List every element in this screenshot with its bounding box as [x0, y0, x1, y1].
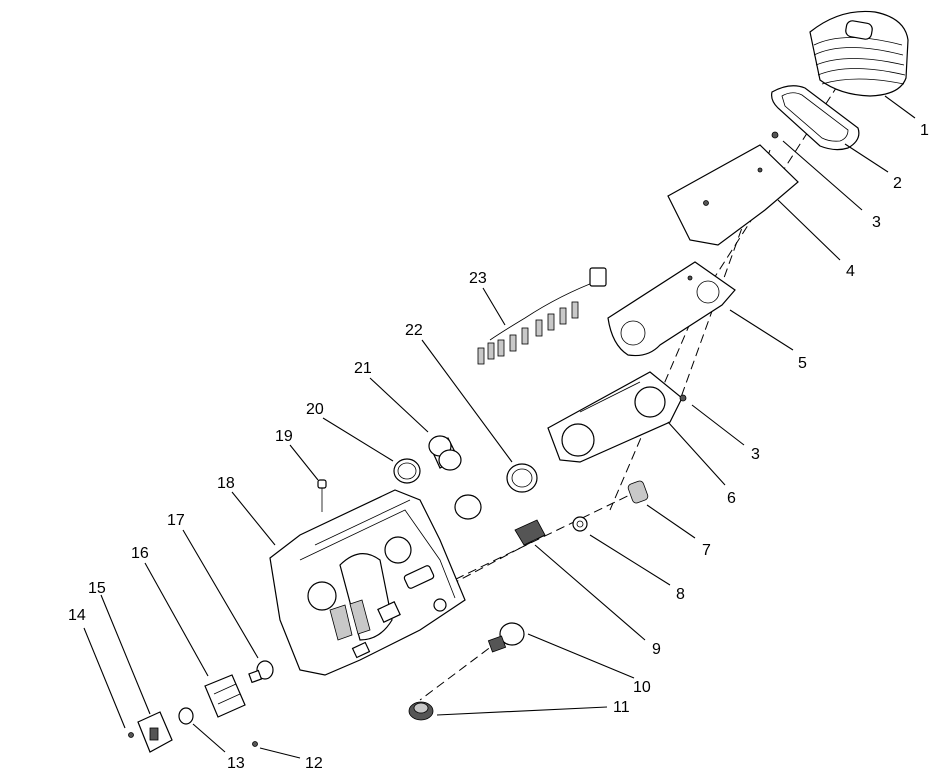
part-8-nut: [572, 516, 588, 532]
part-11-knob: [408, 701, 434, 721]
callout-7: 7: [702, 542, 711, 559]
callout-20: 20: [306, 401, 324, 418]
part-1-boot-cover: [809, 10, 909, 97]
callout-6: 6: [727, 490, 736, 507]
part-6-gauge-mount: [547, 371, 683, 463]
part-4-plate: [667, 144, 799, 246]
harness-bulbs: [477, 301, 579, 365]
part-10-lamp: [487, 622, 525, 653]
callout-labels: 1 2 3 4 5 3 6 7 8 9 10 11 12 13 14 15 16…: [68, 122, 929, 772]
callout-15: 15: [88, 580, 106, 597]
callout-14: 14: [68, 607, 86, 624]
callout-23: 23: [469, 270, 487, 287]
callout-4: 4: [846, 263, 855, 280]
callout-12: 12: [305, 755, 323, 772]
callout-3-upper: 3: [872, 214, 881, 231]
callout-16: 16: [131, 545, 149, 562]
callout-18: 18: [217, 475, 235, 492]
part-17-bulb: [248, 660, 274, 684]
part-23-wire-harness: [477, 267, 607, 365]
callout-2: 2: [893, 175, 902, 192]
callout-5: 5: [798, 355, 807, 372]
callout-19: 19: [275, 428, 293, 445]
part-19-bolt: [317, 479, 327, 512]
part-5-gasket-plate: [607, 261, 736, 357]
part-22-gauge: [506, 463, 538, 493]
callout-1: 1: [920, 122, 929, 139]
part-18-console-panel: [269, 489, 466, 676]
part-14-screw: [128, 732, 134, 738]
part-16-relay: [204, 674, 246, 718]
part-12-screw: [252, 741, 258, 747]
callout-13: 13: [227, 755, 245, 772]
callout-21: 21: [354, 360, 372, 377]
part-3-screw-lower: [679, 394, 687, 402]
callout-10: 10: [633, 679, 651, 696]
part-9-switch: [514, 519, 546, 546]
part-20-ring: [393, 458, 421, 484]
part-21-gauge-sleeve: [428, 435, 462, 471]
part-13-bulb: [178, 707, 194, 725]
callout-9: 9: [652, 641, 661, 658]
leader-lines: [83, 95, 916, 759]
callout-3-lower: 3: [751, 446, 760, 463]
part-15-connector: [137, 711, 173, 753]
callout-8: 8: [676, 586, 685, 603]
callout-22: 22: [405, 322, 423, 339]
callout-11: 11: [613, 699, 630, 716]
part-7-button-cap: [627, 480, 649, 504]
callout-17: 17: [167, 512, 185, 529]
part-2-gasket: [771, 85, 860, 151]
panel-ring: [454, 494, 482, 520]
